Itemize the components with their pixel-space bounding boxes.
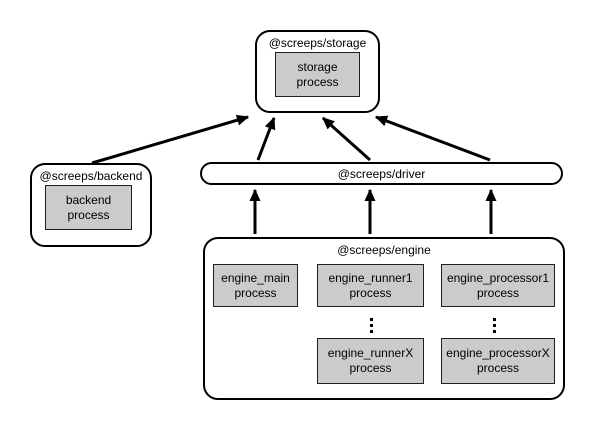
backend-process-box: backend process bbox=[45, 185, 132, 230]
node-backend: @screeps/backend backend process bbox=[30, 163, 152, 247]
engine-runnerX-process-label: engine_runnerX process bbox=[327, 346, 414, 375]
engine-processorX-process-label: engine_processorX process bbox=[446, 346, 550, 375]
node-engine-title: @screeps/engine bbox=[337, 243, 431, 257]
node-storage: @screeps/storage storage process bbox=[255, 30, 380, 113]
engine-runner1-process-box: engine_runner1 process bbox=[317, 264, 424, 307]
engine-main-process-label: engine_main process bbox=[221, 270, 290, 300]
vertical-ellipsis-icon bbox=[370, 318, 373, 321]
engine-runnerX-process-box: engine_runnerX process bbox=[317, 338, 424, 384]
engine-main-process-box: engine_main process bbox=[213, 264, 298, 307]
node-backend-title: @screeps/backend bbox=[39, 169, 143, 183]
arrow-driver-to-storage-3 bbox=[374, 115, 491, 162]
storage-process-label: storage process bbox=[296, 59, 339, 89]
storage-process-box: storage process bbox=[275, 52, 360, 97]
engine-processorX-process-box: engine_processorX process bbox=[441, 338, 555, 384]
node-driver: @screeps/driver bbox=[200, 162, 563, 185]
engine-processor1-process-box: engine_processor1 process bbox=[441, 264, 555, 307]
engine-processor1-process-label: engine_processor1 process bbox=[446, 270, 550, 300]
engine-runner1-process-label: engine_runner1 process bbox=[328, 270, 413, 300]
arrow-backend-to-storage bbox=[91, 114, 250, 165]
node-engine: @screeps/engine engine_main process engi… bbox=[203, 237, 565, 400]
backend-process-label: backend process bbox=[65, 192, 112, 222]
vertical-ellipsis-icon bbox=[493, 318, 496, 321]
arrow-driver-to-storage-1 bbox=[256, 116, 276, 161]
arrow-driver-to-storage-2 bbox=[322, 116, 371, 162]
node-storage-title: @screeps/storage bbox=[268, 36, 367, 50]
node-driver-title: @screeps/driver bbox=[337, 166, 426, 181]
